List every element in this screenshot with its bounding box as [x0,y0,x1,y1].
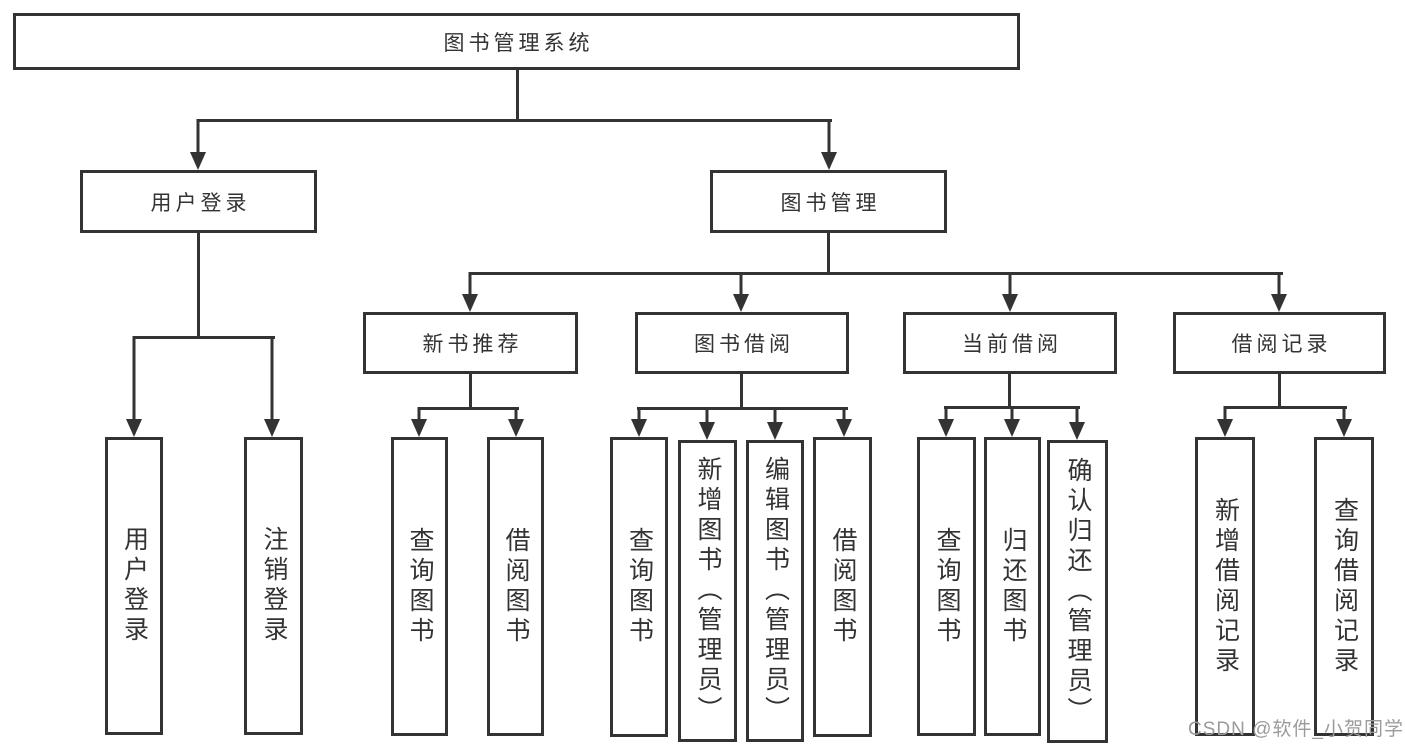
arrow-down-icon [462,272,478,312]
arrow-down-icon [1069,406,1085,440]
connector-line-recommend-rail [418,407,519,410]
arrow-down-icon [1002,272,1018,312]
arrow-down-icon [411,407,427,437]
arrow-down-icon [1271,272,1287,312]
node-user-login: 用户登录 [80,170,317,233]
arrow-down-icon [836,407,852,437]
arrow-down-icon [821,119,837,170]
node-book-management: 图书管理 [710,170,947,233]
arrow-down-icon [767,407,783,440]
node-borrowing-records: 借阅记录 [1173,312,1386,374]
node-current-borrowing: 当前借阅 [903,312,1117,374]
connector-line-userlogin-rail [133,336,275,339]
connector-line-records-stub [1278,373,1281,409]
leaf-add-books-admin: 新增图书（管理员） [678,440,737,742]
arrow-down-icon [508,407,524,437]
connector-line-records-rail [1224,406,1347,409]
leaf-logout-login: 注销登录 [244,437,303,735]
arrow-down-icon [1217,406,1233,437]
connector-line-borrowing-rail [637,407,848,410]
leaf-borrow-books-borrowing: 借阅图书 [813,437,872,737]
arrow-down-icon [126,336,142,437]
connector-line-current-stub [1008,373,1011,409]
leaf-query-books-recommend: 查询图书 [391,437,448,736]
arrow-down-icon [1004,406,1020,437]
arrow-down-icon [190,119,206,170]
connector-line-borrowing-stub [740,373,743,410]
arrow-down-icon [733,272,749,312]
connector-line-level2-rail [197,119,832,122]
leaf-query-books-current: 查询图书 [917,437,976,736]
leaf-query-books-borrowing: 查询图书 [610,437,668,737]
connector-line-recommend-stub [469,373,472,410]
connector-line-bookmgmt-stub [827,231,830,275]
csdn-watermark: CSDN @软件_小贺同学 [1188,719,1404,740]
connector-line-root-stub [516,68,519,122]
node-library-management-system: 图书管理系统 [13,13,1020,70]
arrow-down-icon [264,336,280,437]
arrow-down-icon [1336,406,1352,437]
node-book-borrowing: 图书借阅 [635,312,849,374]
connector-line-level3-rail [469,272,1283,275]
leaf-user-login: 用户登录 [105,437,163,735]
leaf-add-borrow-record: 新增借阅记录 [1195,437,1255,736]
leaf-edit-books-admin: 编辑图书（管理员） [746,440,804,742]
leaf-query-borrow-record: 查询借阅记录 [1314,437,1374,736]
leaf-confirm-return-admin: 确认归还（管理员） [1047,440,1108,743]
leaf-borrow-books-recommend: 借阅图书 [487,437,544,736]
connector-line-userlogin-stub [197,231,200,339]
arrow-down-icon [699,407,715,440]
node-new-book-recommend: 新书推荐 [363,312,578,374]
arrow-down-icon [938,406,954,437]
leaf-return-books: 归还图书 [984,437,1041,736]
arrow-down-icon [631,407,647,437]
